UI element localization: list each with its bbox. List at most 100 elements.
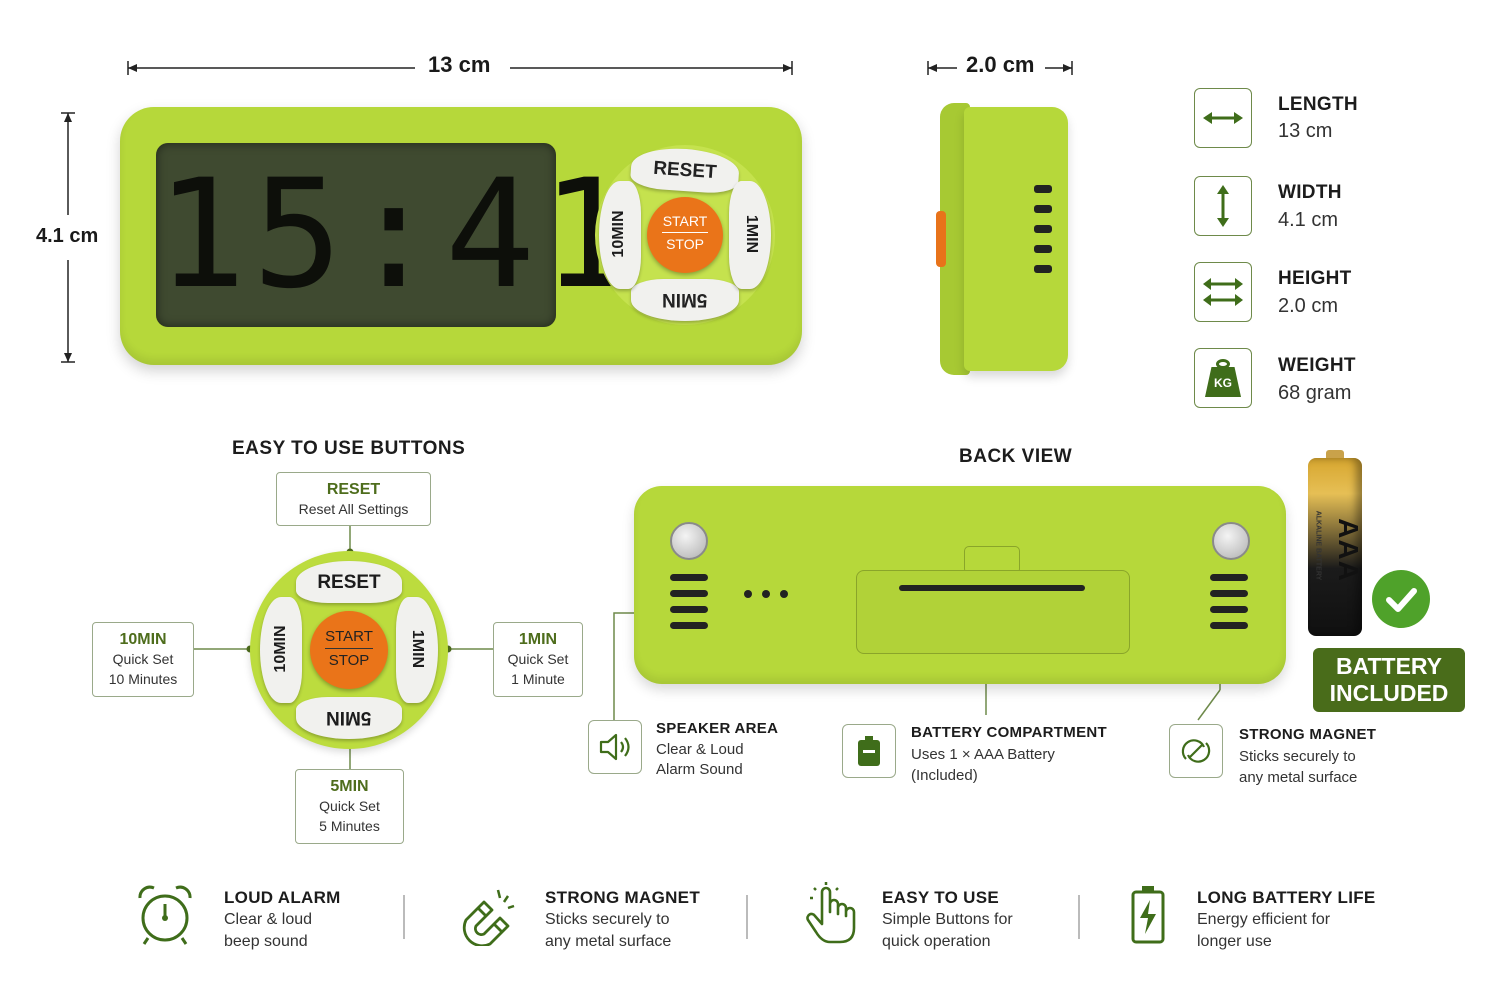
start-stop-button-large[interactable]: START STOP xyxy=(310,611,388,689)
one-min-button[interactable]: 1MIN xyxy=(729,181,771,289)
ten-min-callout: 10MIN Quick Set 10 Minutes xyxy=(92,622,194,697)
ten-min-button-large[interactable]: 10MIN xyxy=(260,597,302,703)
one-min-button-large[interactable]: 1MIN xyxy=(396,597,438,703)
battery-aaa-label: AAA xyxy=(1333,518,1364,582)
feature-divider-3 xyxy=(1078,895,1080,939)
ten-min-callout-line2: 10 Minutes xyxy=(108,671,178,687)
battery-sub-label: ALKALINE BATTERY xyxy=(1314,510,1322,581)
feature-easy-to-use-line2: quick operation xyxy=(882,933,991,950)
five-min-button-large-label: 5MIN xyxy=(326,707,372,728)
battery-included-badge: BATTERY INCLUDED xyxy=(1313,648,1465,712)
battery-compartment-line1: Uses 1 × AAA Battery xyxy=(911,746,1055,763)
feature-loud-alarm-line1: Clear & loud xyxy=(224,911,313,928)
reset-button-large[interactable]: RESET xyxy=(296,561,402,603)
five-min-button[interactable]: 5MIN xyxy=(631,279,739,321)
aaa-battery: AAA ALKALINE BATTERY xyxy=(1308,450,1364,636)
length-spec-icon xyxy=(1194,88,1252,148)
side-speaker-slots xyxy=(1034,185,1052,289)
spec-title-width: WIDTH xyxy=(1278,182,1342,203)
strong-magnet-back-line1: Sticks securely to xyxy=(1239,748,1356,765)
speaker-area-line1: Clear & Loud xyxy=(656,741,744,758)
strong-magnet-back-line2: any metal surface xyxy=(1239,769,1358,786)
weight-kg-icon: KG xyxy=(1194,348,1252,408)
dimension-height-line xyxy=(61,112,75,363)
ten-min-button[interactable]: 10MIN xyxy=(599,181,641,289)
ten-min-callout-line1: Quick Set xyxy=(112,651,174,667)
feature-divider-2 xyxy=(746,895,748,939)
spec-title-height: HEIGHT xyxy=(1278,268,1352,289)
feature-long-battery-line1: Energy efficient for xyxy=(1197,911,1331,928)
battery-compartment-cover[interactable] xyxy=(856,570,1130,654)
feature-easy-to-use-title: EASY TO USE xyxy=(882,888,999,907)
magnet-back-icon xyxy=(1169,724,1223,778)
ten-min-button-large-label: 10MIN xyxy=(272,625,289,673)
stop-large-label: STOP xyxy=(328,652,370,669)
feature-strong-magnet-line1: Sticks securely to xyxy=(545,911,670,928)
feature-strong-magnet-line2: any metal surface xyxy=(545,933,672,950)
spec-value-length: 13 cm xyxy=(1278,120,1333,142)
button-cluster: RESET 5MIN 10MIN 1MIN START STOP xyxy=(595,145,775,325)
dimension-depth-line xyxy=(927,61,1073,75)
start-stop-divider xyxy=(662,232,708,233)
dimension-length-line xyxy=(127,61,793,75)
battery-compartment-title: BATTERY COMPARTMENT xyxy=(911,724,1107,741)
feature-loud-alarm-title: LOUD ALARM xyxy=(224,888,341,907)
battery-badge-line2: INCLUDED xyxy=(1329,680,1449,706)
five-min-callout: 5MIN Quick Set 5 Minutes xyxy=(295,769,404,844)
speaker-area-line2: Alarm Sound xyxy=(656,761,743,778)
side-start-button xyxy=(936,211,946,267)
start-stop-large-divider xyxy=(325,648,373,649)
spec-value-height: 2.0 cm xyxy=(1278,295,1339,317)
lcd-time: 15:41 xyxy=(156,148,638,322)
feature-divider-1 xyxy=(403,895,405,939)
battery-cover-slot xyxy=(899,585,1085,591)
reset-button-large-label: RESET xyxy=(317,572,381,593)
feature-easy-to-use-line1: Simple Buttons for xyxy=(882,911,1013,928)
five-min-callout-title: 5MIN xyxy=(330,778,369,795)
timer-side-view xyxy=(936,103,1068,375)
battery-compartment-line2: (Included) xyxy=(911,767,978,784)
spec-value-width: 4.1 cm xyxy=(1278,209,1339,231)
dimension-depth-label: 2.0 cm xyxy=(966,52,1035,77)
one-min-button-large-label: 1MIN xyxy=(409,629,426,669)
one-min-callout-line2: 1 Minute xyxy=(511,671,565,687)
alarm-clock-icon xyxy=(138,885,192,945)
timer-back-body xyxy=(634,486,1286,684)
button-cluster-large: RESET 5MIN 10MIN 1MIN START STOP xyxy=(250,551,448,749)
start-stop-button[interactable]: START STOP xyxy=(647,197,723,273)
speaker-icon xyxy=(588,720,642,774)
reset-callout-desc: Reset All Settings xyxy=(298,501,409,517)
magnet-icon xyxy=(462,889,515,946)
spec-value-weight: 68 gram xyxy=(1278,382,1352,404)
lcd-display: 15:41 xyxy=(156,143,638,327)
height-spec-icon xyxy=(1194,262,1252,322)
one-min-callout-line1: Quick Set xyxy=(507,651,569,667)
width-spec-icon xyxy=(1194,176,1252,236)
feature-loud-alarm-line2: beep sound xyxy=(224,933,308,950)
strong-magnet-back-title: STRONG MAGNET xyxy=(1239,726,1377,743)
start-large-label: START xyxy=(325,628,373,645)
five-min-callout-line1: Quick Set xyxy=(319,798,380,814)
feature-long-battery-title: LONG BATTERY LIFE xyxy=(1197,888,1376,907)
right-magnet-dot xyxy=(1212,522,1250,560)
battery-badge-line1: BATTERY xyxy=(1335,653,1443,679)
battery-compartment-icon xyxy=(842,724,896,778)
reset-callout: RESET Reset All Settings xyxy=(276,472,431,526)
dimension-height-label: 4.1 cm xyxy=(36,225,99,247)
stop-label: STOP xyxy=(666,236,704,252)
spec-title-length: LENGTH xyxy=(1278,94,1358,115)
left-magnet-dot xyxy=(670,522,708,560)
right-speaker-slots xyxy=(1210,574,1248,629)
weight-kg-text: KG xyxy=(1205,367,1241,397)
speaker-area-title: SPEAKER AREA xyxy=(656,720,779,737)
feature-strong-magnet-title: STRONG MAGNET xyxy=(545,888,701,907)
start-label: START xyxy=(662,213,708,229)
timer-front-body: 15:41 RESET 5MIN 10MIN 1MIN START STOP xyxy=(120,107,802,365)
back-view-title: BACK VIEW xyxy=(959,446,1073,467)
easy-buttons-title: EASY TO USE BUTTONS xyxy=(232,438,466,459)
battery-icon xyxy=(1131,886,1165,944)
five-min-button-large[interactable]: 5MIN xyxy=(296,697,402,739)
left-speaker-slots xyxy=(670,574,708,629)
reset-callout-title: RESET xyxy=(326,481,381,498)
one-min-callout: 1MIN Quick Set 1 Minute xyxy=(493,622,583,697)
